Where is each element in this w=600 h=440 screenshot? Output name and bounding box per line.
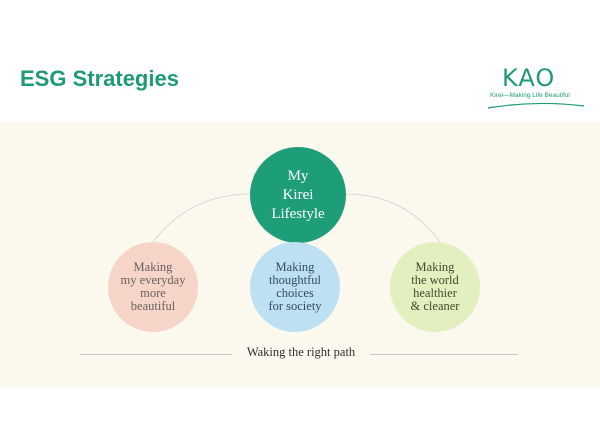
center-circle-label: My Kirei Lifestyle	[271, 167, 325, 222]
slide-title: ESG Strategies	[20, 66, 179, 91]
pillar-circle-everyday-beautiful: Making my everyday more beautiful	[108, 242, 198, 332]
connector-arcs	[152, 193, 441, 243]
pillar-label: Making the world healthier & cleaner	[410, 260, 460, 313]
logo-wordmark: KAO	[502, 64, 556, 92]
path-divider-right	[370, 354, 518, 355]
pillar-label: Making thoughtful choices for society	[268, 260, 322, 313]
logo-tagline: Kirei—Making Life Beautiful	[490, 92, 570, 99]
pillar-circle-thoughtful-choices: Making thoughtful choices for society	[250, 242, 340, 332]
strategy-diagram-panel: My Kirei Lifestyle Making my everyday mo…	[0, 122, 600, 388]
connector-arc-left	[152, 193, 251, 243]
center-circle-my-kirei-lifestyle: My Kirei Lifestyle	[250, 147, 346, 243]
pillar-circle-healthier-cleaner: Making the world healthier & cleaner	[390, 242, 480, 332]
pillar-label: Making my everyday more beautiful	[120, 260, 186, 313]
path-label: Waking the right path	[246, 345, 356, 359]
logo-swoosh-icon	[487, 102, 585, 109]
kao-logo: KAO Kirei—Making Life Beautiful	[480, 64, 590, 109]
path-divider-left	[80, 354, 232, 355]
connector-arc-right	[345, 193, 441, 243]
